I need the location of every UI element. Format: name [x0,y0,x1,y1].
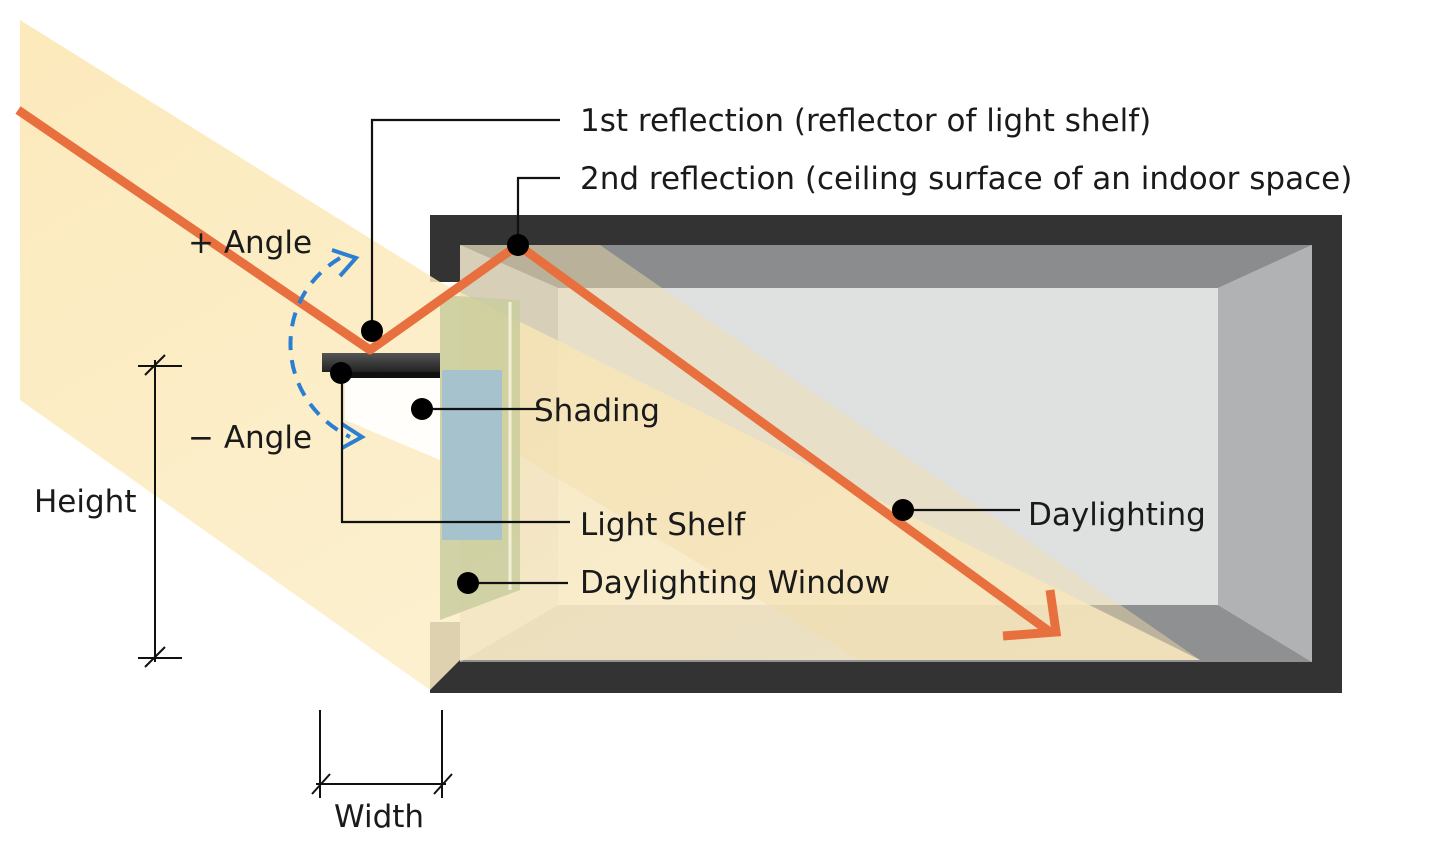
label-light-shelf: Light Shelf [580,507,746,543]
leader-lines [340,118,1020,585]
light-ray [15,106,1062,641]
label-first-reflection: 1st reflection (reflector of light shelf… [580,103,1151,139]
height-slash-top [144,354,166,376]
width-slash-right [433,773,453,795]
light-shelf [322,353,440,460]
daylighting-window [440,295,520,620]
leader-light-shelf [340,372,570,524]
label-daylighting: Daylighting [1028,497,1206,533]
right-wall [1218,245,1312,662]
plus-angle-arrow-icon [331,248,360,278]
marker-dots [330,234,914,594]
label-shading: Shading [534,393,660,429]
height-dimension [138,354,182,668]
angle-indicator [288,248,366,450]
shading-area [345,378,440,460]
height-slash-bottom [144,646,166,668]
width-dimension [311,710,453,798]
sunbeam-indoor [460,245,1200,660]
label-plus-angle: + Angle [188,225,312,261]
leader-first-reflection [370,118,560,330]
label-minus-angle: − Angle [188,420,312,456]
dot-daylighting-window [457,572,479,594]
dot-second-reflection [507,234,529,256]
dot-daylighting [892,499,914,521]
leader-second-reflection [516,176,560,245]
window-glass-blue [442,370,502,540]
dot-shading [411,398,433,420]
label-width: Width [334,799,424,835]
ray-path [15,106,1053,636]
minus-angle-arrow-icon [340,422,366,450]
label-second-reflection: 2nd reflection (ceiling surface of an in… [580,161,1352,197]
dot-first-reflection [361,320,383,342]
ceiling [460,245,1312,288]
angle-arc [288,256,351,439]
label-daylighting-window: Daylighting Window [580,565,890,601]
dot-light-shelf [330,362,352,384]
width-slash-left [311,773,331,795]
light-shelf-surface [322,353,440,372]
light-shelf-edge [340,372,440,378]
labels: 1st reflection (reflector of light shelf… [34,103,1352,835]
label-height: Height [34,484,136,520]
ray-arrowhead [1002,589,1062,641]
